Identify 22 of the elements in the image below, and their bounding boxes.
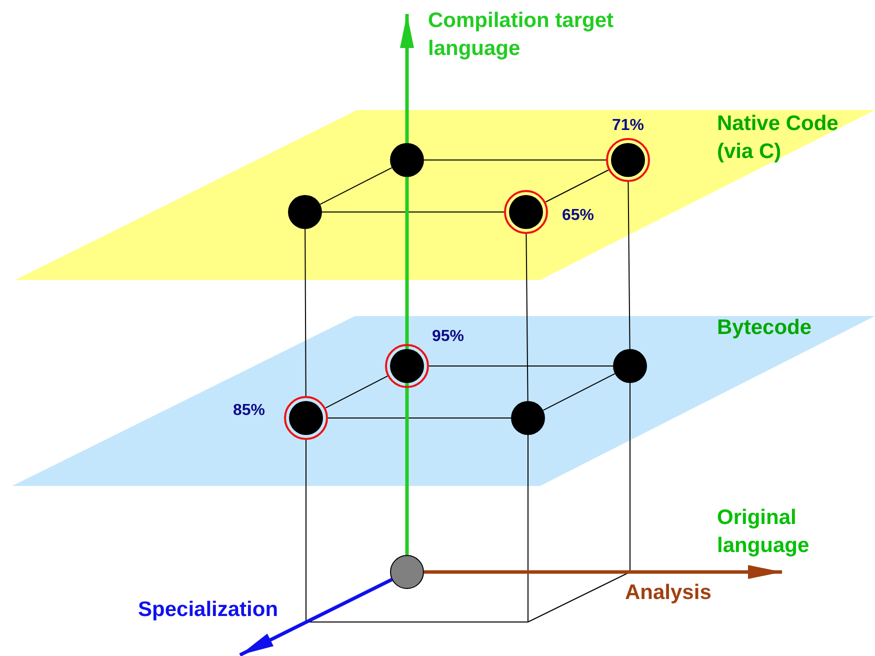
percentage-label: 95% [432,327,464,347]
edge-line [542,373,616,411]
edge-line [526,234,528,402]
axis-label: Specialization [138,597,278,623]
level-label: Native Code (via C) [717,111,840,165]
axis-arrow [239,578,393,656]
axis-arrow [424,565,782,579]
percentage-label: 85% [233,401,266,421]
plane [15,110,875,280]
level-label: Original language [717,504,837,570]
axis-label: Compilation target language [428,8,615,62]
axis-arrow [400,14,414,555]
edge-line [320,167,392,205]
plane [12,316,875,486]
edge-line [304,228,306,396]
edge-line [325,376,388,408]
edge-line [628,182,630,350]
axis-label: Analysis [625,580,712,606]
percentage-label: 65% [562,206,594,226]
percentage-label: 71% [612,116,644,136]
level-label: Bytecode [717,315,813,341]
edge-line [545,170,609,202]
